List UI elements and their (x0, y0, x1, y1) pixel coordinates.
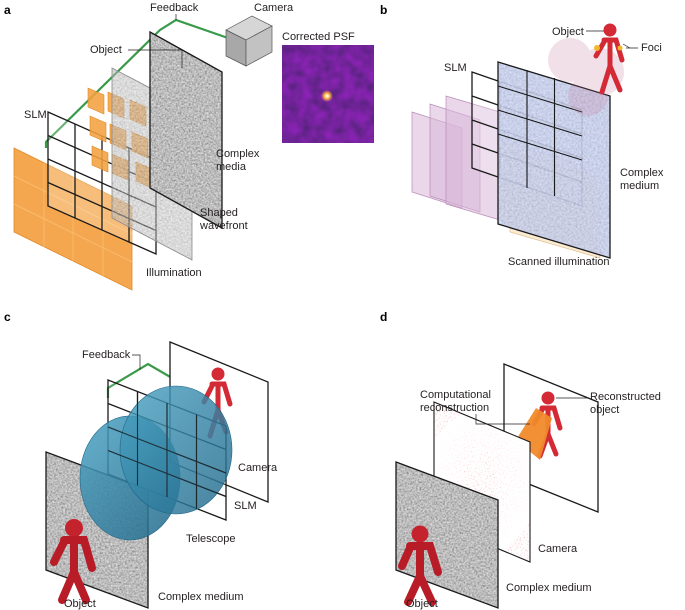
illumination-grid (13, 163, 133, 276)
corrected-psf-label: Corrected PSF (282, 31, 355, 43)
shaped-wavefront-label-1: Shaped (200, 207, 238, 219)
shaped-wavefront-label-2: wavefront (199, 220, 248, 232)
reconstructed-object-label-1: Reconstructed (590, 391, 661, 403)
object-label: Object (90, 44, 122, 56)
slm-label: SLM (234, 500, 257, 512)
slm-label: SLM (24, 109, 47, 121)
camera-plane (149, 30, 223, 230)
feedback-line (44, 18, 229, 148)
panel-d: d Comput (380, 310, 661, 610)
foci-leader (622, 43, 638, 49)
corrected-psf-image (282, 45, 374, 143)
feedback-label: Feedback (150, 2, 199, 14)
panel-b-letter: b (380, 3, 387, 17)
panel-a-letter: a (4, 3, 11, 17)
scanned-illumination-label: Scanned illumination (508, 256, 610, 268)
camera-label: Camera (538, 543, 578, 555)
camera-label: Camera (238, 462, 278, 474)
telescope-lenses (79, 385, 233, 541)
complex-medium-label: Complex medium (158, 591, 244, 603)
panel-d-letter: d (380, 310, 387, 324)
panel-a: a (4, 2, 374, 291)
panel-b: b (380, 3, 664, 268)
complex-medium-label: Complex medium (506, 582, 592, 594)
reconstructed-object-label-2: object (590, 404, 619, 416)
panel-c-letter: c (4, 310, 11, 324)
computational-reconstruction-leader (475, 414, 530, 425)
scanned-illumination-purple (411, 95, 501, 221)
camera-label: Camera (254, 2, 294, 14)
object-figure (50, 519, 96, 604)
telescope-label: Telescope (186, 533, 236, 545)
computational-reconstruction-label-1: Computational (420, 389, 491, 401)
panel-c: c (4, 310, 278, 610)
feedback-leader (132, 354, 141, 370)
complex-media-label-2: media (216, 161, 247, 173)
slm-label: SLM (444, 62, 467, 74)
slm-grid-overlay (107, 391, 227, 509)
object-label: Object (64, 598, 96, 610)
complex-media-label-1: Complex (216, 148, 260, 160)
camera-box (225, 15, 273, 67)
object-label: Object (406, 598, 438, 610)
illumination-label: Illumination (146, 267, 202, 279)
feedback-label: Feedback (82, 349, 131, 361)
object-figure (548, 23, 625, 116)
object-leader (128, 49, 183, 68)
complex-medium-label-2: medium (620, 180, 659, 192)
computational-reconstruction-label-2: reconstruction (420, 402, 489, 414)
object-label: Object (552, 26, 584, 38)
complex-medium-label-1: Complex (620, 167, 664, 179)
complex-medium-plane (497, 61, 611, 259)
foci-label: Foci (641, 42, 662, 54)
object-figure (398, 525, 442, 606)
